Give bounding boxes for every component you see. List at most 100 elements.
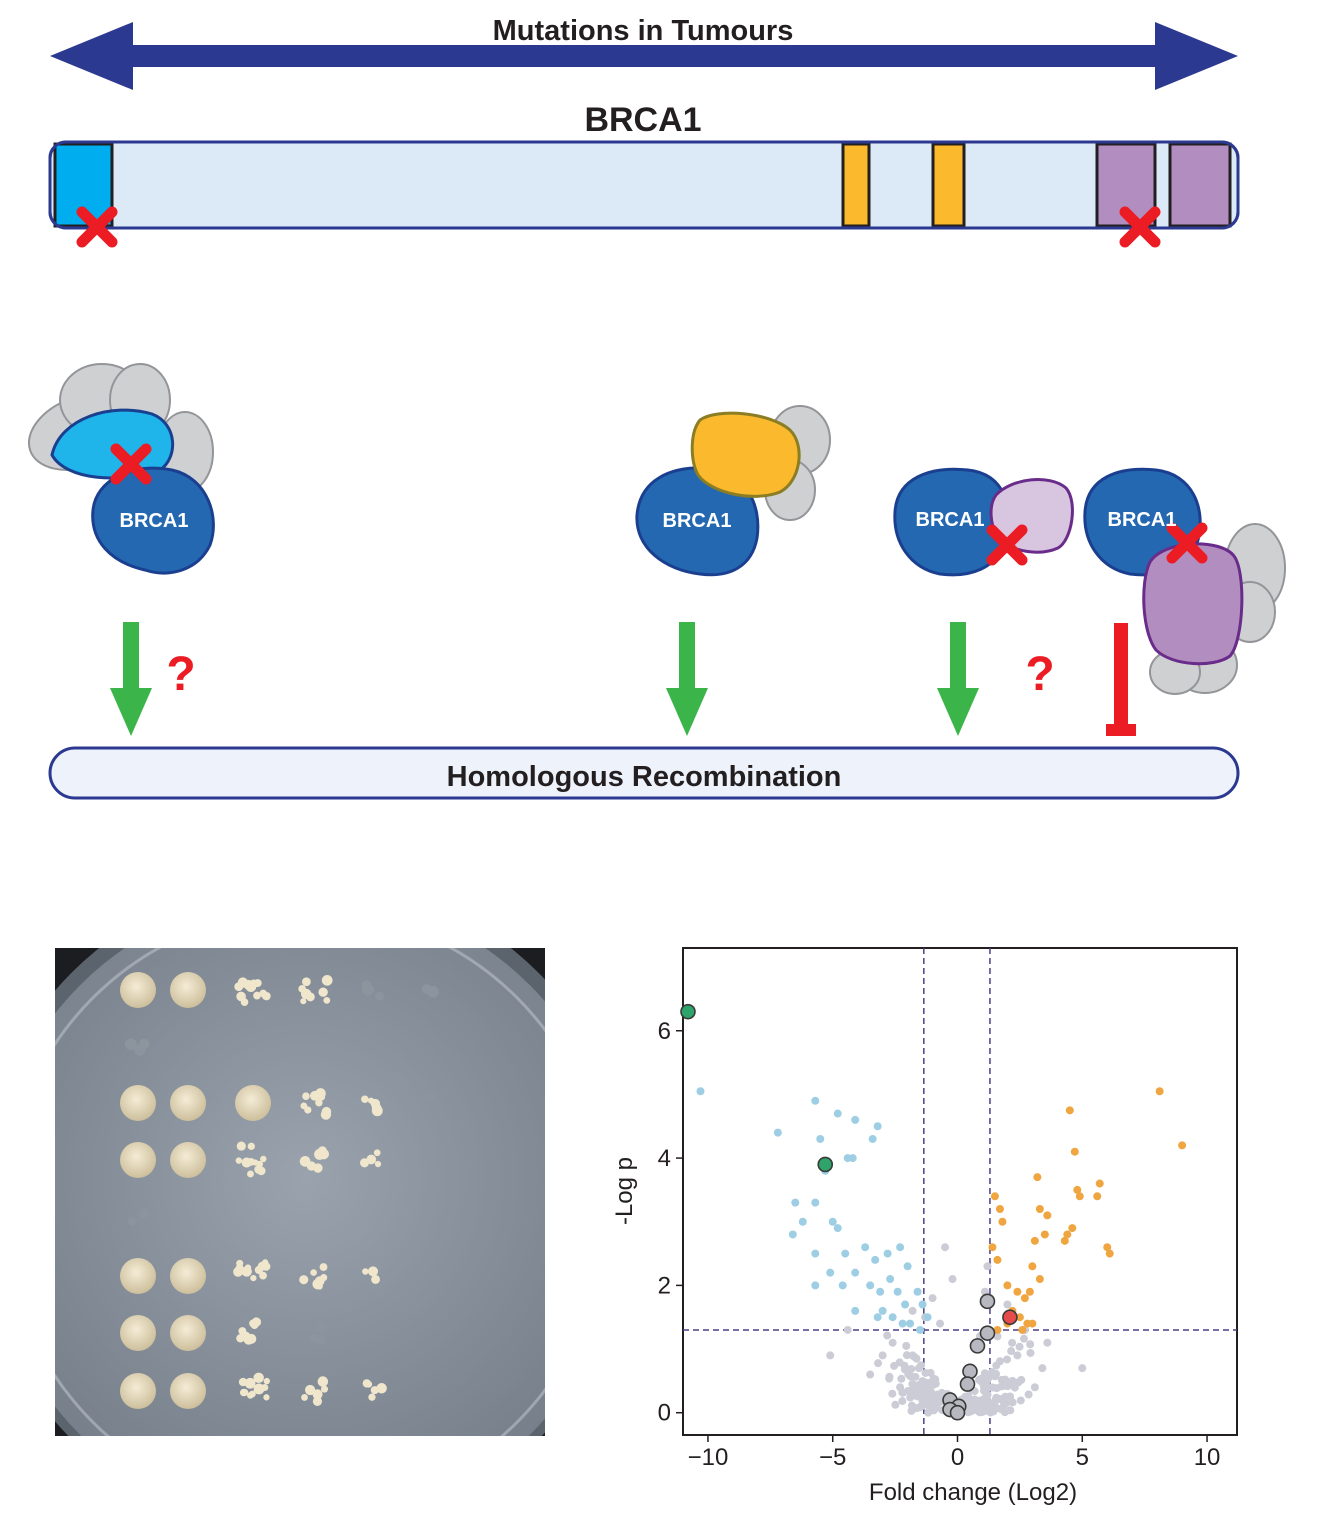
data-point bbox=[1017, 1375, 1026, 1384]
data-point bbox=[878, 1306, 887, 1315]
colony bbox=[315, 1334, 326, 1345]
colony bbox=[247, 1170, 254, 1178]
data-point bbox=[998, 1217, 1007, 1226]
colony bbox=[263, 1377, 270, 1385]
x-tick-label: −5 bbox=[819, 1444, 846, 1471]
data-point bbox=[873, 1122, 882, 1131]
data-point bbox=[1035, 1205, 1044, 1214]
colony bbox=[312, 1396, 323, 1406]
data-point bbox=[1003, 1355, 1012, 1364]
colony bbox=[361, 1095, 369, 1104]
data-point bbox=[918, 1396, 927, 1405]
data-point bbox=[1095, 1179, 1104, 1188]
colony bbox=[321, 974, 333, 986]
colony bbox=[241, 1266, 252, 1277]
colony bbox=[320, 1274, 328, 1282]
data-point bbox=[1035, 1275, 1044, 1284]
data-point bbox=[1015, 1313, 1024, 1322]
question-mark: ? bbox=[166, 648, 195, 701]
x-tick-label: 5 bbox=[1076, 1444, 1089, 1471]
data-point bbox=[1093, 1192, 1102, 1201]
colony bbox=[371, 1275, 380, 1284]
data-point bbox=[990, 1192, 999, 1201]
data-point bbox=[906, 1319, 915, 1328]
data-point bbox=[903, 1262, 912, 1271]
colony bbox=[236, 1141, 246, 1151]
data-point bbox=[1063, 1230, 1072, 1239]
data-point bbox=[997, 1405, 1006, 1414]
colony bbox=[300, 998, 307, 1005]
data-point bbox=[929, 1374, 938, 1383]
data-point bbox=[1015, 1342, 1024, 1351]
data-point bbox=[891, 1400, 900, 1409]
data-point bbox=[902, 1341, 911, 1350]
colony bbox=[236, 991, 246, 1002]
data-point bbox=[788, 1230, 797, 1239]
colony bbox=[254, 1165, 263, 1174]
colony bbox=[241, 1157, 252, 1168]
data-point bbox=[986, 1408, 995, 1417]
data-point bbox=[916, 1403, 925, 1412]
data-point bbox=[1060, 1236, 1069, 1245]
data-point bbox=[851, 1268, 860, 1277]
colony bbox=[370, 1386, 379, 1395]
data-point bbox=[993, 1332, 1002, 1341]
highlighted-data-point bbox=[979, 1325, 996, 1341]
data-point bbox=[893, 1287, 902, 1296]
data-point bbox=[925, 1386, 934, 1395]
data-point bbox=[902, 1351, 911, 1360]
x-tick-label: −10 bbox=[688, 1444, 729, 1471]
data-point bbox=[896, 1243, 905, 1252]
data-point bbox=[1008, 1376, 1017, 1385]
data-point bbox=[885, 1374, 894, 1383]
complex-brct-partner-small: BRCA1 bbox=[893, 467, 1074, 577]
data-point bbox=[1001, 1375, 1010, 1384]
colony bbox=[238, 1377, 248, 1387]
colony bbox=[234, 982, 244, 992]
coiled-coil-motif bbox=[931, 142, 966, 228]
x-tick-label: 0 bbox=[951, 1444, 964, 1471]
colony bbox=[373, 1149, 381, 1157]
data-point bbox=[1155, 1087, 1164, 1096]
colony bbox=[253, 1372, 264, 1384]
data-point bbox=[1078, 1364, 1087, 1373]
mutation-cross-icon bbox=[110, 443, 152, 485]
colony bbox=[367, 1097, 375, 1104]
y-axis-label: -Log p bbox=[611, 1157, 638, 1225]
data-point bbox=[917, 1386, 926, 1395]
data-point bbox=[888, 1313, 897, 1322]
data-point bbox=[907, 1365, 916, 1374]
colony bbox=[315, 1322, 327, 1334]
gene-bar bbox=[48, 140, 1240, 230]
data-point bbox=[988, 1243, 997, 1252]
data-point bbox=[983, 1262, 992, 1271]
colony bbox=[368, 1393, 376, 1401]
data-point bbox=[896, 1383, 905, 1392]
data-point bbox=[923, 1313, 932, 1322]
colony bbox=[302, 977, 311, 987]
data-point bbox=[828, 1217, 837, 1226]
data-point bbox=[791, 1198, 800, 1207]
data-point bbox=[924, 1401, 933, 1410]
data-point bbox=[868, 1134, 877, 1143]
data-point bbox=[1025, 1287, 1034, 1296]
colony bbox=[309, 1090, 320, 1101]
highlighted-data-point bbox=[962, 1363, 978, 1380]
data-point bbox=[873, 1313, 882, 1322]
colony bbox=[138, 1208, 150, 1219]
data-point bbox=[907, 1401, 916, 1410]
colony bbox=[302, 1092, 310, 1101]
data-point bbox=[1178, 1141, 1187, 1150]
data-point bbox=[927, 1393, 936, 1402]
colony-spot bbox=[170, 1315, 206, 1351]
data-point bbox=[1028, 1262, 1037, 1271]
colony bbox=[239, 1388, 248, 1397]
data-point bbox=[908, 1306, 917, 1315]
data-point bbox=[866, 1281, 875, 1290]
data-point bbox=[901, 1300, 910, 1309]
data-point bbox=[696, 1087, 705, 1096]
colony bbox=[317, 1146, 327, 1156]
colony bbox=[315, 1099, 323, 1107]
